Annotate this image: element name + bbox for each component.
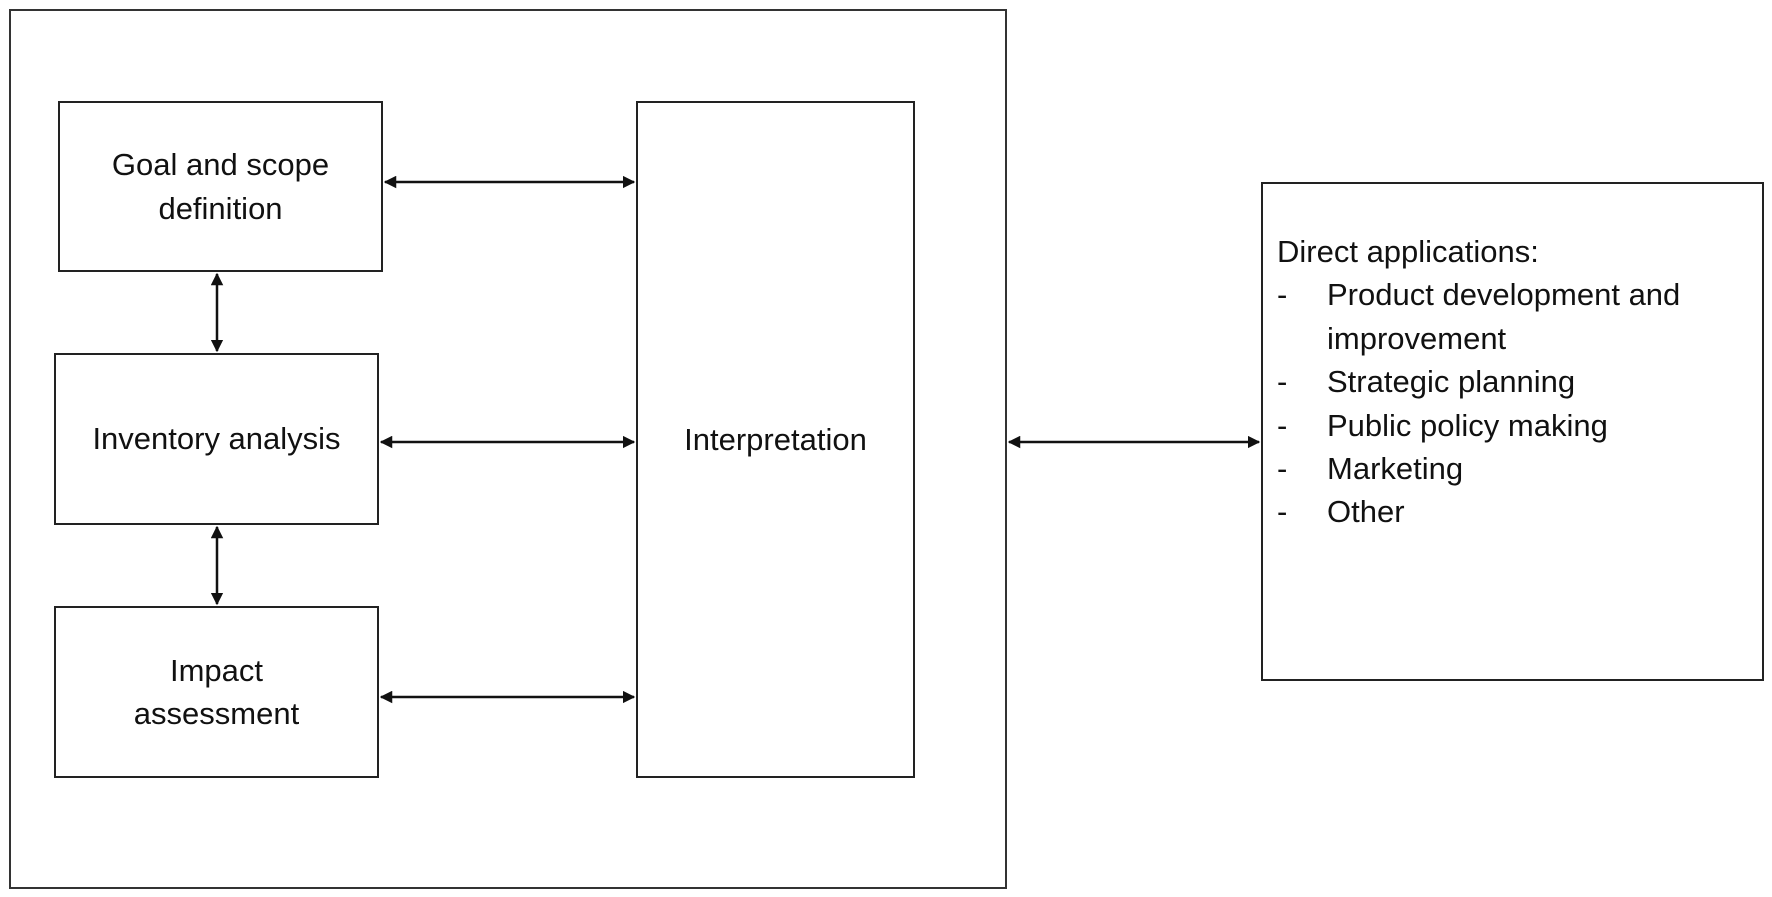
goal-label-2: definition (158, 190, 283, 226)
item-text: Marketing (1327, 450, 1464, 486)
impact-label-1: Impact (169, 652, 264, 688)
bullet: - (1277, 277, 1288, 313)
applications-title: Direct applications: (1277, 234, 1539, 269)
inventory-label: Inventory analysis (92, 421, 341, 457)
inventory-analysis-box: Inventory analysis (54, 353, 379, 525)
item-text: Other (1327, 494, 1405, 530)
bullet: - (1277, 450, 1288, 486)
bullet: - (1277, 494, 1288, 530)
list-item: - Other (1277, 490, 1680, 533)
applications-list: - Product development and improvement - Str… (1277, 273, 1680, 533)
list-item: - Product development and improvement (1277, 273, 1680, 360)
goal-scope-box: Goal and scope definition (58, 101, 383, 272)
item-text: Product development and (1327, 277, 1681, 313)
item-text: improvement (1327, 320, 1507, 356)
goal-label-1: Goal and scope (111, 147, 330, 183)
impact-label-2: assessment (133, 696, 300, 731)
item-text: Strategic planning (1327, 364, 1576, 400)
interpretation-box: Interpretation (636, 101, 915, 778)
bullet: - (1277, 407, 1288, 443)
direct-applications-box: Direct applications: - Product developmen… (1261, 182, 1764, 681)
item-text: Public policy making (1327, 407, 1608, 443)
lca-framework-frame (9, 9, 1007, 889)
bullet: - (1277, 364, 1288, 400)
interpretation-label: Interpretation (684, 421, 867, 457)
list-item: - Strategic planning (1277, 360, 1680, 403)
impact-assessment-box: Impact assessment (54, 606, 379, 778)
list-item: - Marketing (1277, 447, 1680, 490)
list-item: - Public policy making (1277, 404, 1680, 447)
